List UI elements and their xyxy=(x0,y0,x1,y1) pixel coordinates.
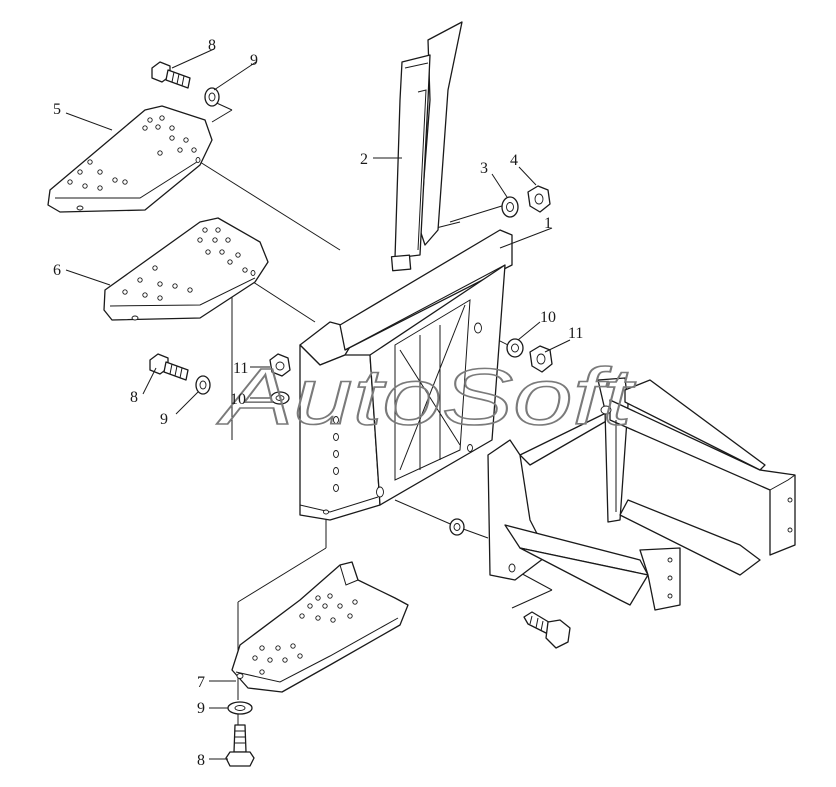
step-7-holes xyxy=(252,593,358,675)
washer-10-left xyxy=(270,391,290,405)
callout-7: 7 xyxy=(197,674,205,691)
part-6-step xyxy=(103,217,269,321)
nut-11-right xyxy=(529,345,553,373)
part-5-step xyxy=(47,105,213,213)
nut-11-left xyxy=(269,353,291,377)
callout-labels: 1 2 3 4 5 6 7 8 8 8 9 9 9 10 10 11 11 xyxy=(53,37,583,769)
bolt-8-left xyxy=(149,353,189,381)
callout-11-right: 11 xyxy=(568,325,583,342)
callout-5: 5 xyxy=(53,101,61,118)
washer-9-left xyxy=(195,375,211,395)
callout-2: 2 xyxy=(360,151,368,168)
washer-9-bottom xyxy=(227,701,253,715)
callout-9-left: 9 xyxy=(160,411,168,428)
callout-9-bottom: 9 xyxy=(197,700,205,717)
callout-10-left: 10 xyxy=(230,391,246,408)
washer-10-right xyxy=(506,338,524,358)
bolt-rear xyxy=(523,611,571,649)
washer-mid xyxy=(449,518,465,536)
callout-10-right: 10 xyxy=(540,309,556,326)
step-6-holes xyxy=(122,227,248,301)
callout-1: 1 xyxy=(544,215,552,232)
callout-8-bottom: 8 xyxy=(197,752,205,769)
bolt-8-bottom xyxy=(225,724,255,767)
callout-4: 4 xyxy=(510,152,518,169)
callout-11-left: 11 xyxy=(233,360,248,377)
callout-8-top: 8 xyxy=(208,37,216,54)
part-7-step xyxy=(231,561,409,693)
part-1-frame xyxy=(299,229,513,521)
callout-3: 3 xyxy=(480,160,488,177)
nut-4 xyxy=(527,185,551,213)
callout-9-top: 9 xyxy=(250,52,258,69)
callout-leaders xyxy=(65,48,571,760)
step-5-holes xyxy=(67,115,197,191)
callout-6: 6 xyxy=(53,262,61,279)
washer-9-top xyxy=(204,87,220,107)
washer-3 xyxy=(501,196,519,218)
watermark: AutoSoft xyxy=(217,352,636,441)
bolt-8-top xyxy=(151,61,191,89)
part-2-bracket xyxy=(390,21,463,272)
rear-support-frame xyxy=(487,377,796,611)
callout-8-left: 8 xyxy=(130,389,138,406)
